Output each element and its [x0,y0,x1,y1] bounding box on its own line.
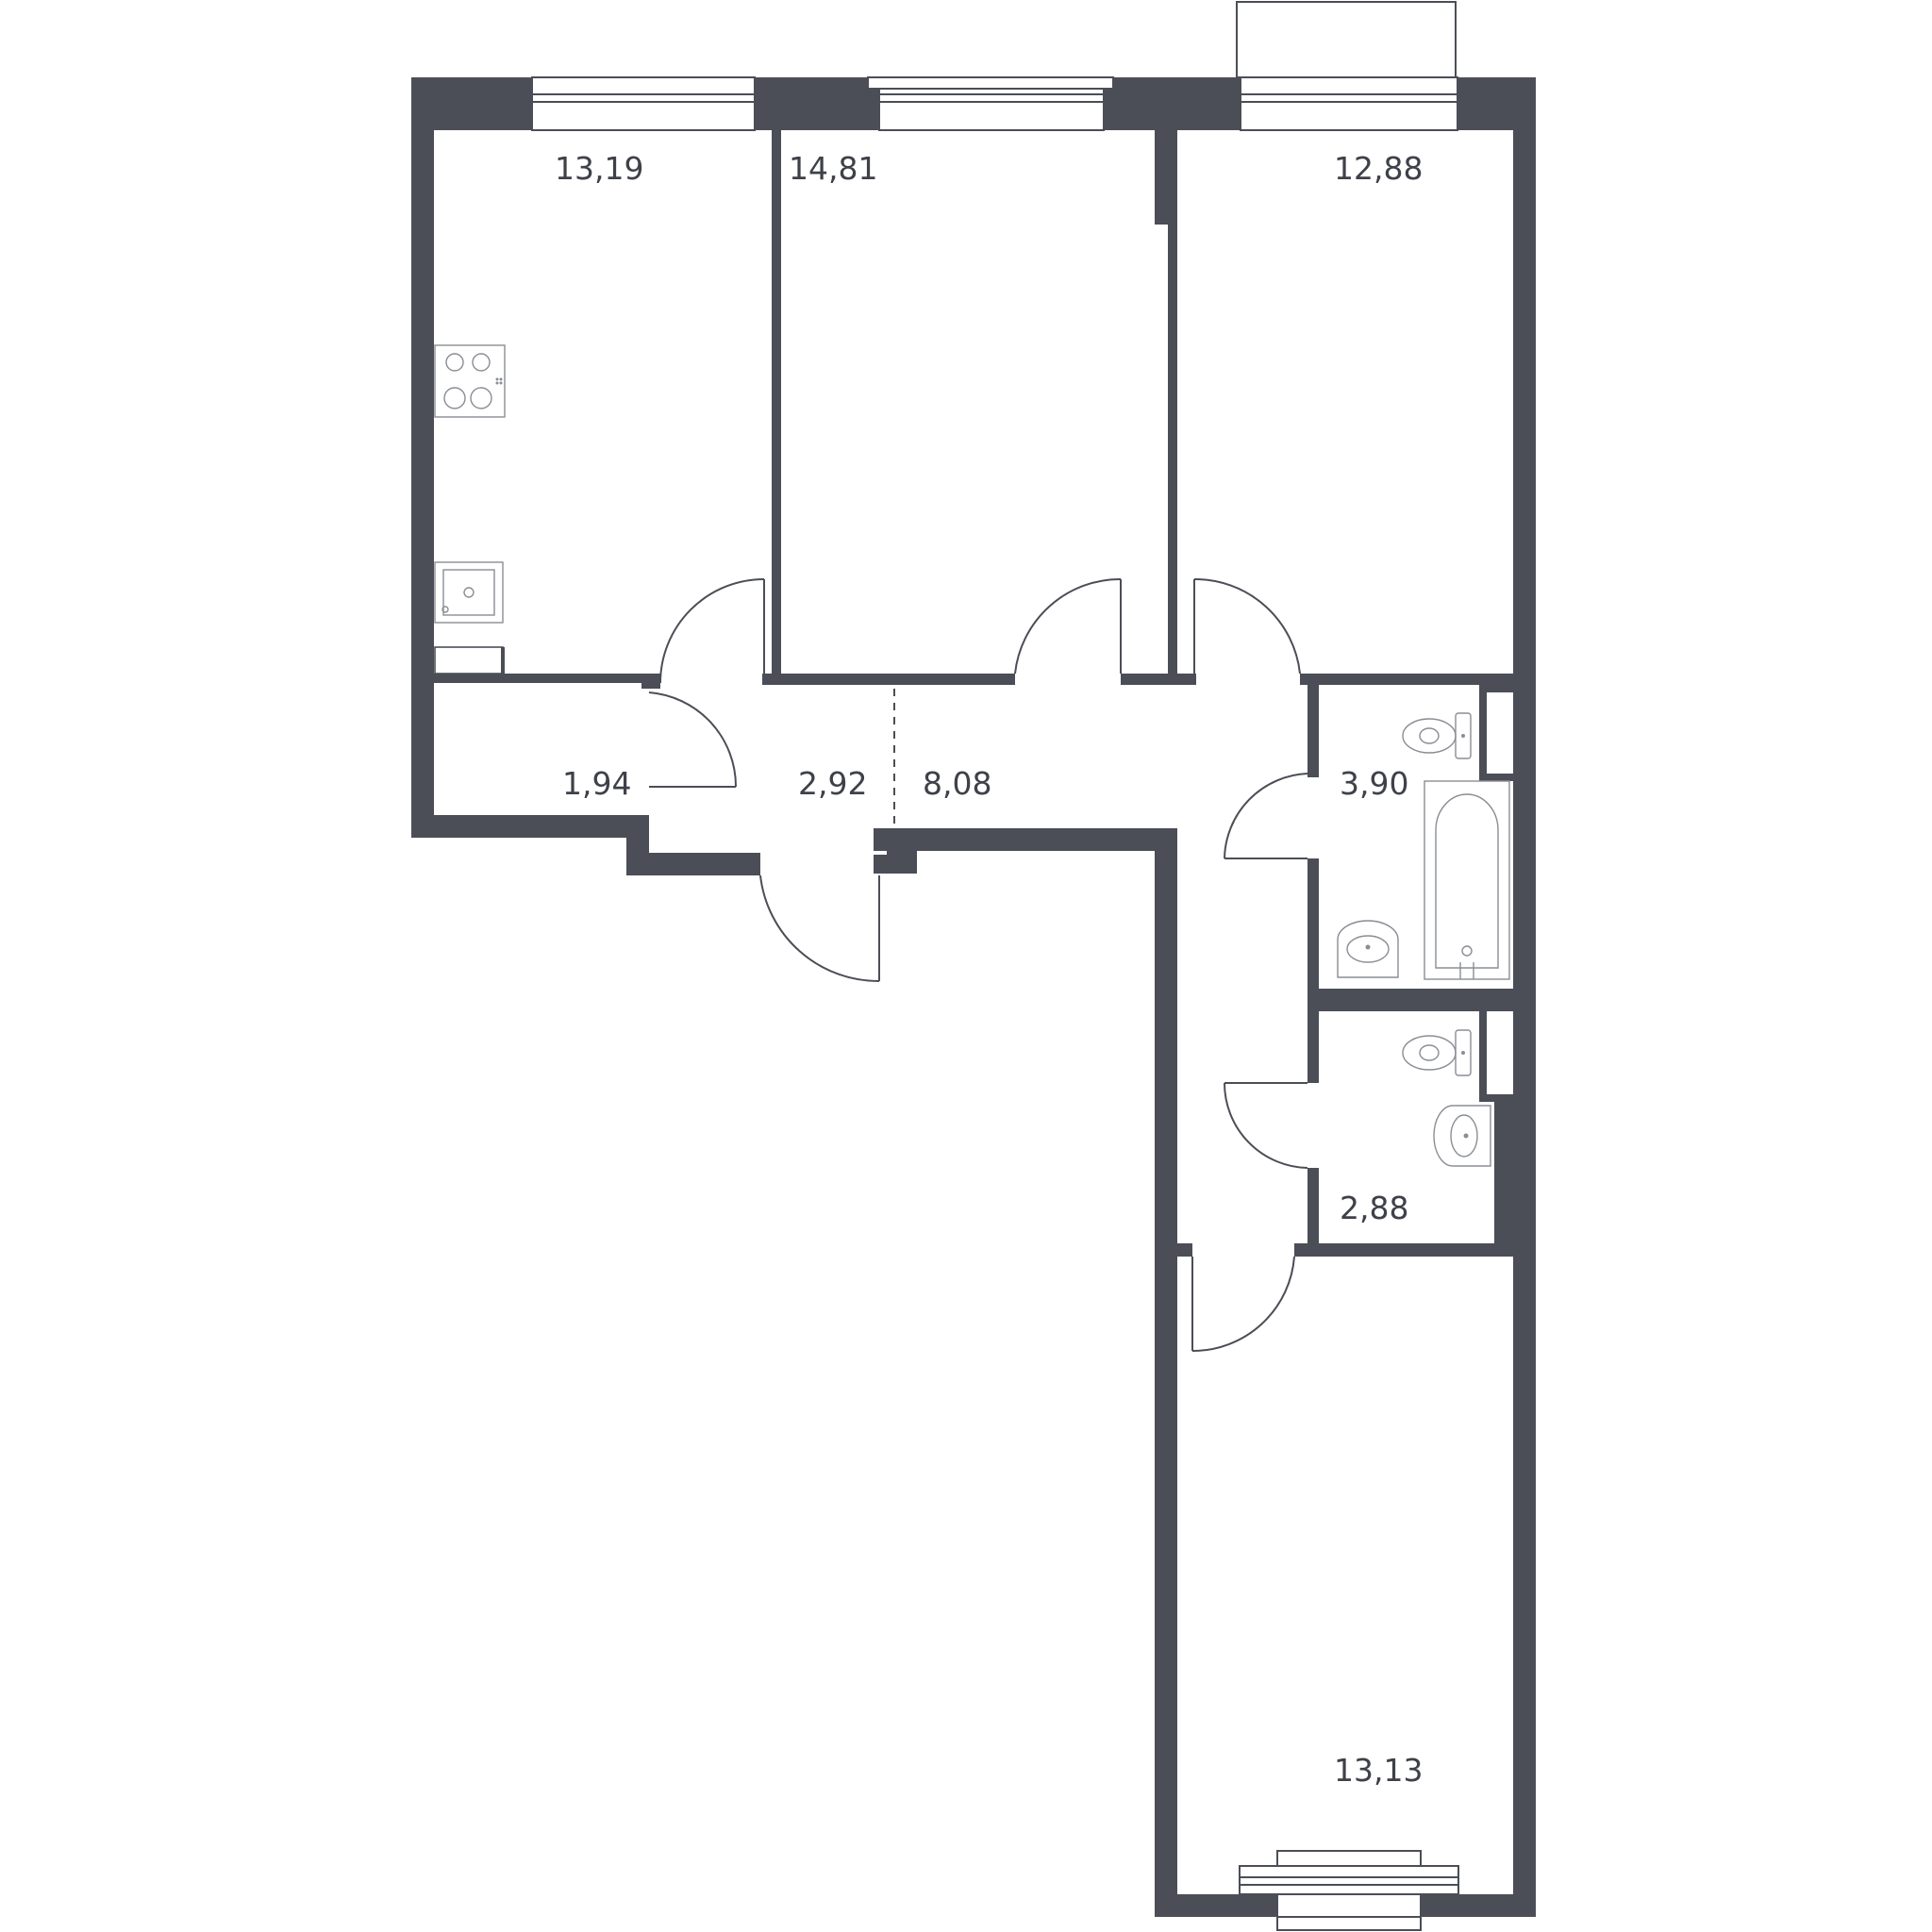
room-area-kitchen: 13,19 [555,150,643,187]
window-bedroom-bottom [1239,1865,1459,1918]
toilet-icon [1402,1029,1472,1076]
room-labels: 13,19 14,81 12,88 1,94 2,92 8,08 3,90 2,… [555,150,1423,1789]
door-bathroom[interactable] [1224,773,1308,859]
room-area-storage: 1,94 [562,765,631,802]
room-area-bathroom: 3,90 [1340,765,1408,802]
door-kitchen[interactable] [659,578,765,684]
window-kitchen [531,76,756,131]
balcony-top [1236,1,1457,78]
door-entrance[interactable] [759,874,880,983]
doors [648,577,1308,1353]
sink-icon [434,561,504,624]
window-bedroom-right [1240,76,1458,131]
windows [531,76,1459,1918]
door-bedroom-right[interactable] [1193,577,1301,675]
washbasin-icon [1337,920,1399,978]
room-area-bedroom-middle: 14,81 [789,150,877,187]
walls [411,77,1536,1917]
bathtub-icon [1424,780,1510,980]
room-area-entry-hall: 2,92 [798,765,867,802]
door-bedroom-middle[interactable] [1014,577,1122,675]
washbasin-icon [1433,1105,1491,1167]
window-bedroom-middle [867,76,1114,131]
room-area-wc: 2,88 [1340,1190,1408,1226]
room-area-bedroom-right: 12,88 [1334,150,1423,187]
door-bedroom-bottom[interactable] [1191,1256,1295,1353]
room-area-bedroom-bottom: 13,13 [1334,1752,1423,1789]
cooktop-icon [434,344,506,418]
toilet-icon [1402,712,1472,759]
door-storage[interactable] [648,691,738,788]
door-wc[interactable] [1224,1082,1308,1169]
room-area-corridor: 8,08 [923,765,991,802]
